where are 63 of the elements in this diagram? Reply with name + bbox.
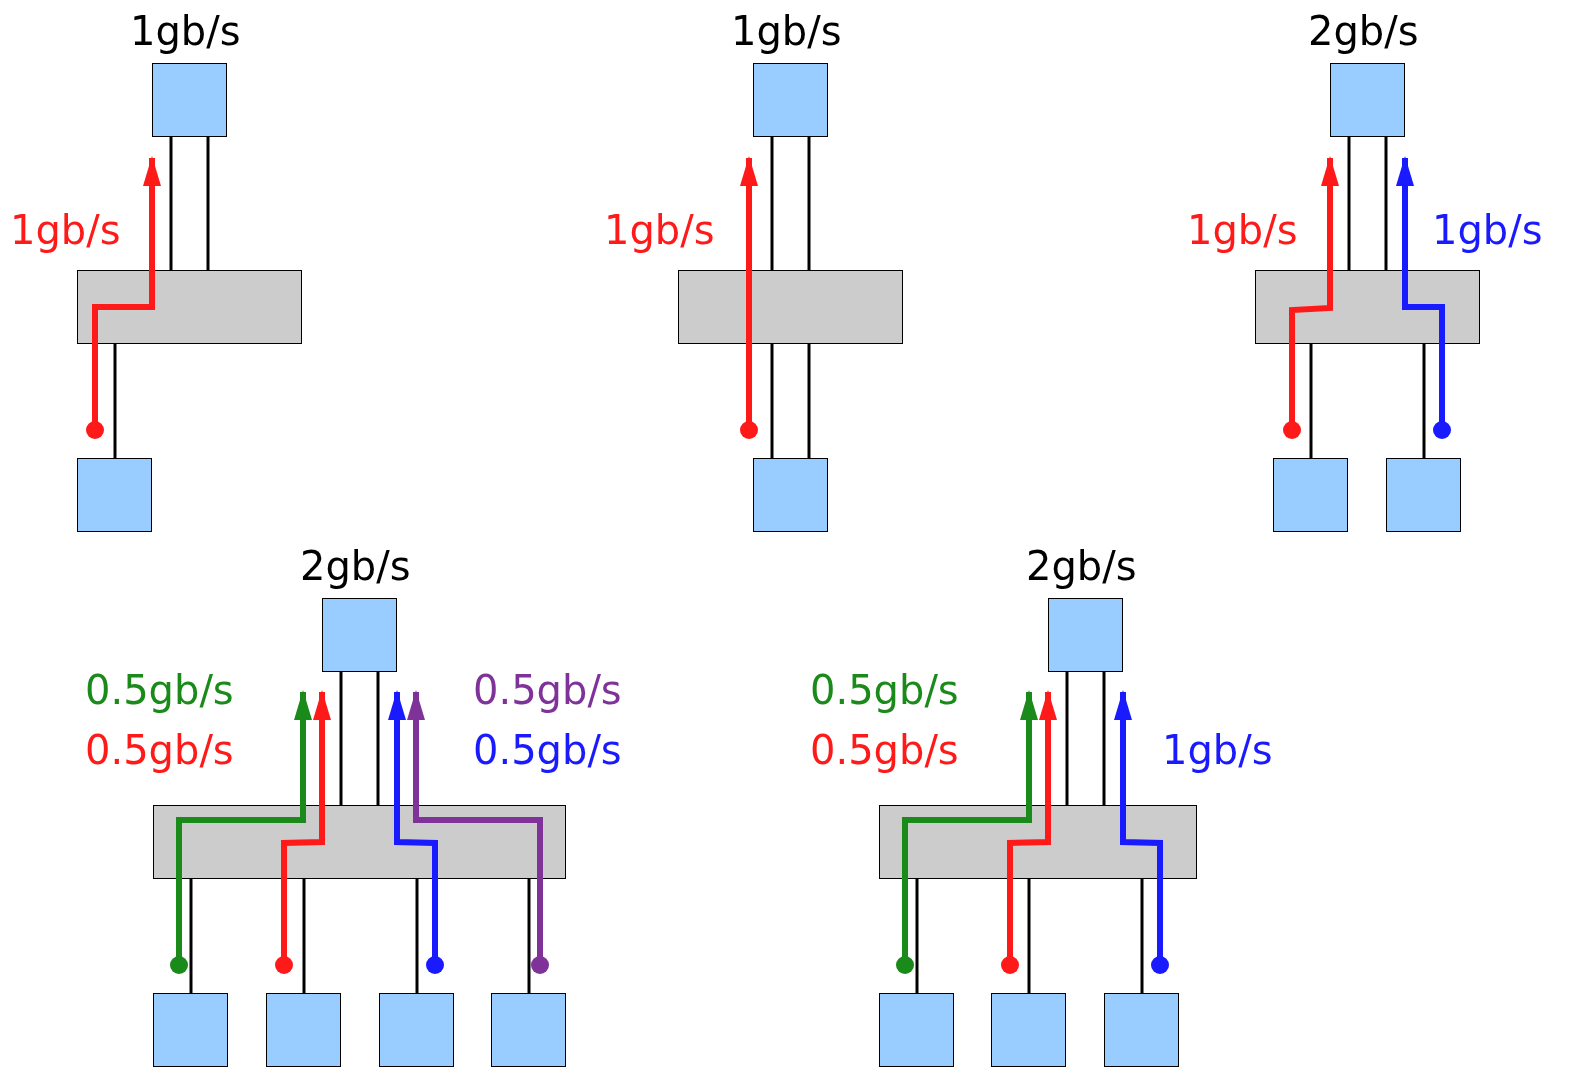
switch-bar: [678, 270, 903, 344]
host-box: [77, 458, 152, 532]
link-line: [206, 137, 210, 270]
link-line: [302, 879, 306, 993]
flow-line: [170, 879, 188, 974]
link-line: [1384, 137, 1388, 270]
link-line: [770, 137, 774, 270]
link-line: [807, 344, 811, 458]
host-box: [153, 993, 228, 1067]
flow-line: [896, 879, 914, 974]
link-line: [1027, 879, 1031, 993]
flow-line: [1001, 879, 1019, 974]
link-line: [189, 879, 193, 993]
link-line: [1065, 672, 1069, 805]
flow-line: [275, 879, 293, 974]
host-box: [266, 993, 341, 1067]
host-box: [1273, 458, 1348, 532]
flow-arrow: [1321, 156, 1339, 270]
link-line: [376, 672, 380, 805]
host-box: [379, 993, 454, 1067]
host-box: [1104, 993, 1179, 1067]
flow-arrow: [294, 690, 312, 805]
flow-line: [86, 344, 104, 439]
host-box: [1330, 63, 1405, 137]
host-box: [753, 458, 828, 532]
link-line: [807, 137, 811, 270]
flow-arrow: [1039, 690, 1057, 805]
flow-arrow: [1020, 690, 1038, 805]
host-box: [991, 993, 1066, 1067]
flow-arrow: [1396, 156, 1414, 270]
link-line: [770, 344, 774, 458]
flow-arrow: [313, 690, 331, 805]
link-line: [169, 137, 173, 270]
link-line: [915, 879, 919, 993]
flow-arrow: [388, 690, 406, 805]
host-box: [1048, 598, 1123, 672]
host-box: [491, 993, 566, 1067]
flow-line: [740, 344, 758, 439]
switch-bar: [1255, 270, 1480, 344]
flow-line: [1283, 344, 1301, 439]
link-line: [1347, 137, 1351, 270]
flow-arrow: [407, 690, 425, 805]
host-box: [152, 63, 227, 137]
host-box: [753, 63, 828, 137]
switch-bar: [77, 270, 302, 344]
link-line: [1422, 344, 1426, 458]
host-box: [879, 993, 954, 1067]
link-line: [527, 879, 531, 993]
link-line: [415, 879, 419, 993]
host-box: [1386, 458, 1461, 532]
flow-arrow: [143, 156, 161, 270]
link-line: [1140, 879, 1144, 993]
link-line: [113, 344, 117, 458]
link-line: [1102, 672, 1106, 805]
flow-arrow: [1114, 690, 1132, 805]
flow-line: [531, 879, 549, 974]
flow-line: [1433, 344, 1451, 439]
host-box: [322, 598, 397, 672]
link-line: [1309, 344, 1313, 458]
flow-arrow: [740, 156, 758, 270]
link-line: [339, 672, 343, 805]
flow-line: [1151, 879, 1169, 974]
flow-line: [426, 879, 444, 974]
